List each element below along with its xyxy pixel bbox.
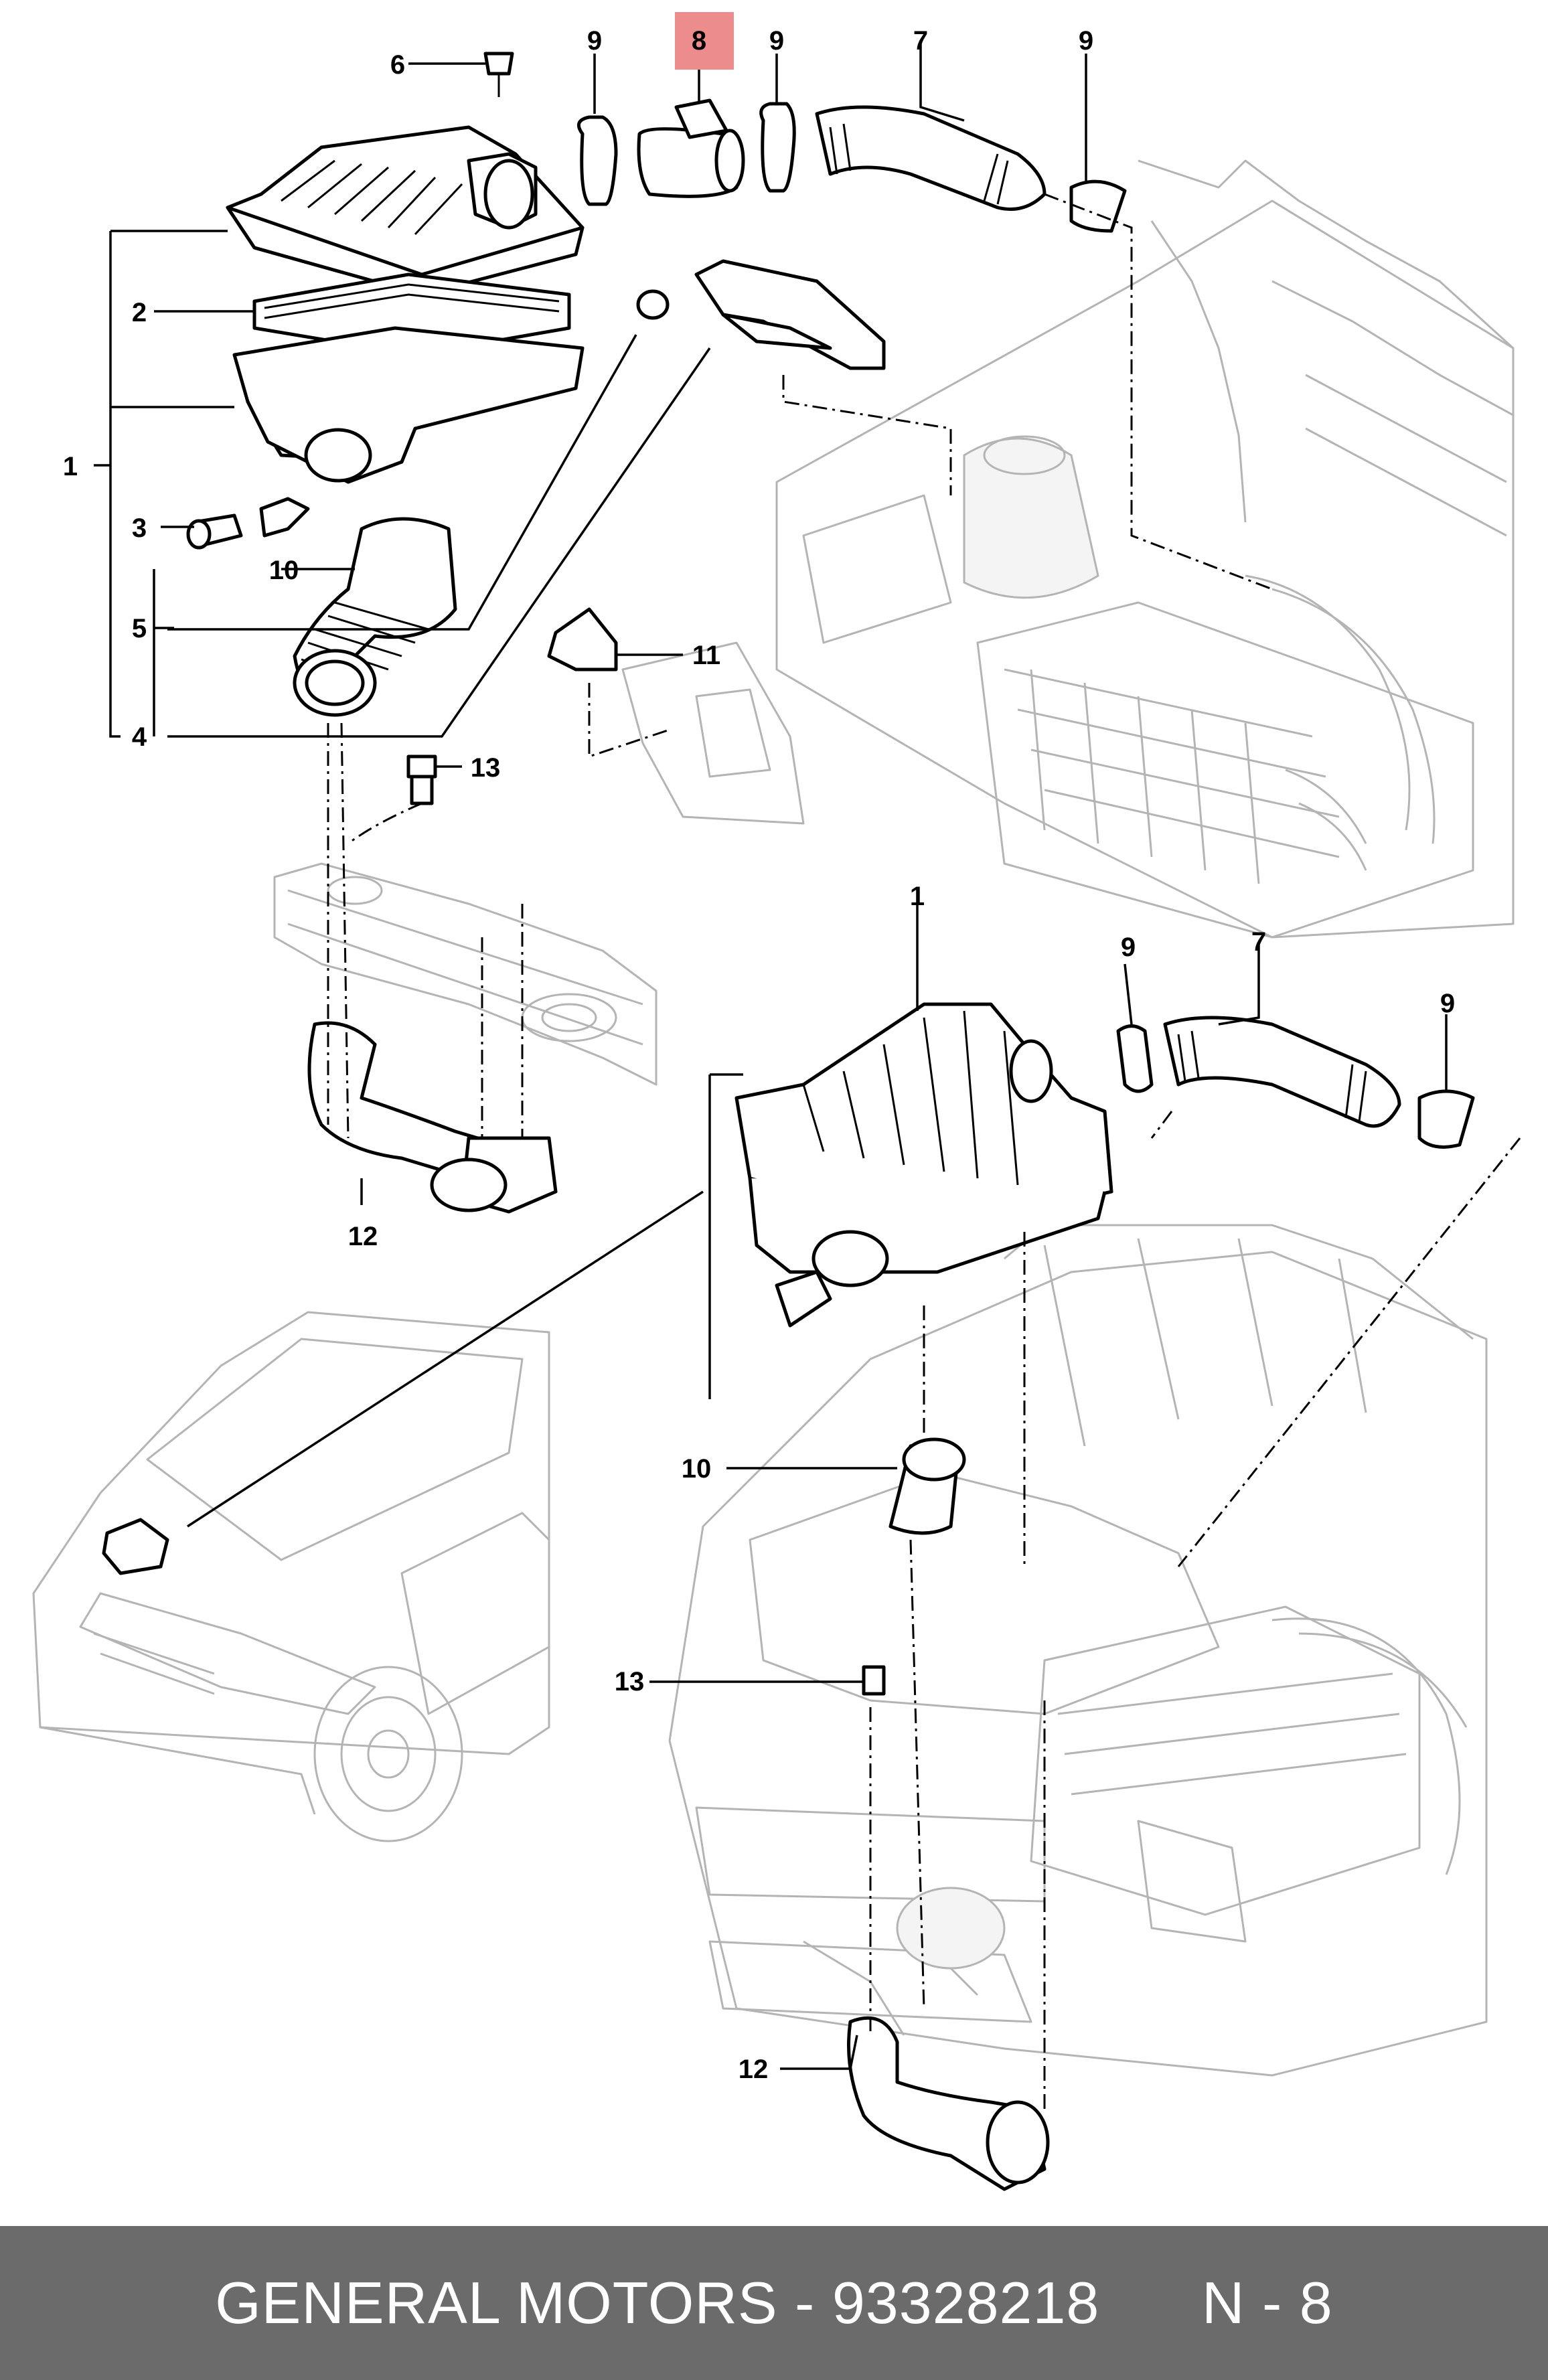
- callout-lower-7: 7: [1251, 927, 1266, 957]
- connection-lines: [327, 193, 1521, 2109]
- callout-upper-11: 11: [692, 641, 720, 670]
- vehicle-background: [32, 1311, 550, 1842]
- callout-upper-1: 1: [63, 452, 78, 481]
- callout-lower-1: 1: [910, 882, 925, 911]
- callouts: 1 2 3 10 5 4 6 9 8 9 7 9 11 13 12 1 9 7 …: [63, 26, 1455, 2084]
- exploded-parts-diagram: 1 2 3 10 5 4 6 9 8 9 7 9 11 13 12 1 9 7 …: [32, 12, 1521, 2191]
- crossmember-background: [273, 862, 657, 1086]
- engine-bay-background-upper: [621, 159, 1515, 939]
- callout-upper-9b: 9: [769, 26, 784, 56]
- callout-lower-10: 10: [682, 1454, 712, 1484]
- callout-upper-7: 7: [913, 26, 928, 56]
- callout-upper-2: 2: [132, 298, 147, 327]
- callout-upper-4: 4: [132, 722, 147, 752]
- brand-name: GENERAL MOTORS: [215, 2270, 778, 2336]
- callout-lower-12: 12: [739, 2055, 769, 2084]
- callout-upper-3: 3: [132, 513, 147, 543]
- lower-assembly: [102, 1002, 1475, 2191]
- position-label: N - 8: [1202, 2270, 1333, 2336]
- callout-upper-13: 13: [471, 753, 501, 783]
- leader-lines: [94, 40, 1448, 2070]
- callout-upper-9a: 9: [587, 26, 602, 56]
- callout-upper-8: 8: [692, 26, 706, 56]
- footer-caption: GENERAL MOTORS - 93328218 N - 8: [215, 2269, 1333, 2337]
- callout-upper-6: 6: [390, 50, 405, 80]
- callout-upper-10: 10: [269, 556, 299, 585]
- engine-bay-background-lower: [668, 1224, 1488, 2077]
- caption-gap: [1099, 2270, 1202, 2336]
- callout-upper-12: 12: [348, 1222, 378, 1251]
- callout-upper-9c: 9: [1079, 26, 1093, 56]
- callout-lower-13: 13: [615, 1667, 645, 1696]
- footer-banner: GENERAL MOTORS - 93328218 N - 8: [0, 2226, 1548, 2380]
- highlight-box: [675, 12, 734, 70]
- caption-separator: -: [777, 2270, 832, 2336]
- upper-assembly: [186, 52, 1127, 1214]
- callout-upper-5: 5: [132, 614, 147, 643]
- callout-lower-9a: 9: [1121, 933, 1136, 962]
- callout-lower-9b: 9: [1440, 989, 1455, 1018]
- part-number: 93328218: [832, 2270, 1100, 2336]
